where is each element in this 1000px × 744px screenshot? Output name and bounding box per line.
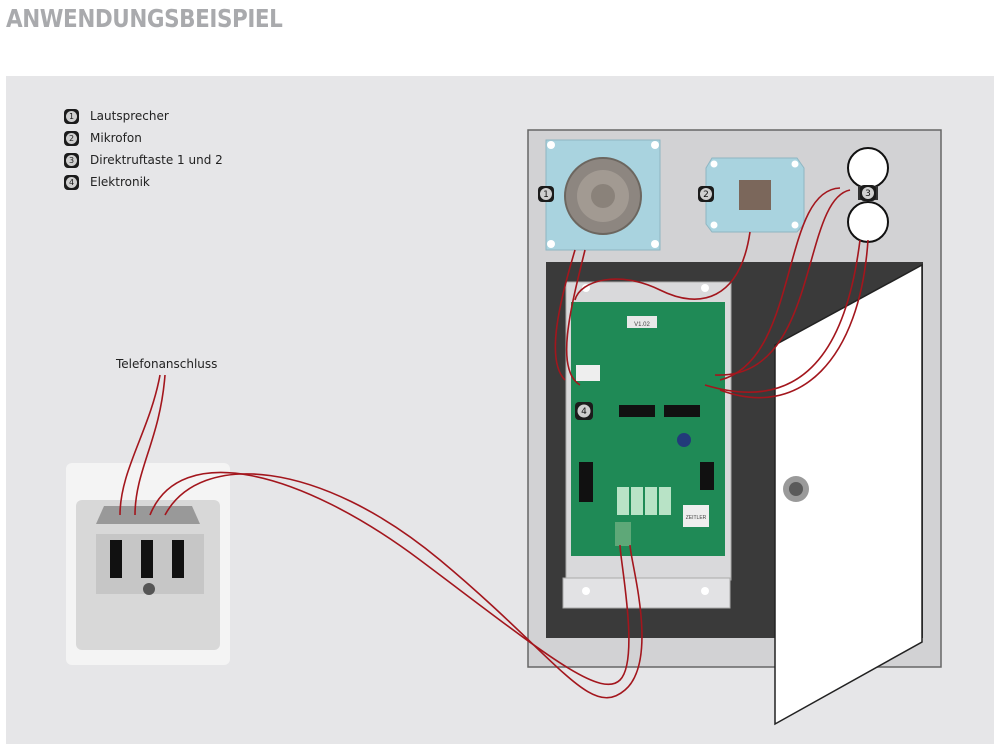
- legend-label: Direktruftaste 1 und 2: [90, 153, 223, 167]
- legend-label: Elektronik: [90, 175, 150, 189]
- wires: [119, 187, 869, 699]
- board-brand-label: ZEITLER: [686, 515, 707, 521]
- svg-text:2: 2: [703, 190, 709, 200]
- legend-badge: 4: [64, 174, 79, 190]
- svg-text:4: 4: [581, 407, 587, 417]
- board-chip-label: V1.02: [634, 322, 650, 328]
- buttons-badge: 3: [860, 185, 876, 201]
- legend-badge: 2: [64, 130, 79, 146]
- electronics-board: [562, 281, 732, 609]
- legend-badge: 1: [64, 108, 79, 124]
- svg-text:3: 3: [865, 189, 871, 199]
- telefon-label: Telefonanschluss: [116, 357, 218, 371]
- legend-badge: 3: [64, 152, 79, 168]
- telephone-socket: [66, 463, 230, 665]
- speaker-badge: 1: [538, 186, 554, 202]
- legend-item: 2 Mikrofon: [64, 127, 223, 149]
- legend: 1 Lautsprecher 2 Mikrofon 3 Direktruftas…: [64, 105, 223, 193]
- legend-label: Mikrofon: [90, 131, 142, 145]
- legend-item: 1 Lautsprecher: [64, 105, 223, 127]
- microphone: [705, 157, 805, 233]
- svg-text:1: 1: [543, 190, 549, 200]
- mic-badge: 2: [698, 186, 714, 202]
- legend-item: 3 Direktruftaste 1 und 2: [64, 149, 223, 171]
- page-title: ANWENDUNGSBEISPIEL: [6, 4, 283, 33]
- legend-item: 4 Elektronik: [64, 171, 223, 193]
- board-badge: 4: [575, 402, 593, 420]
- legend-label: Lautsprecher: [90, 109, 169, 123]
- speaker: [545, 139, 661, 251]
